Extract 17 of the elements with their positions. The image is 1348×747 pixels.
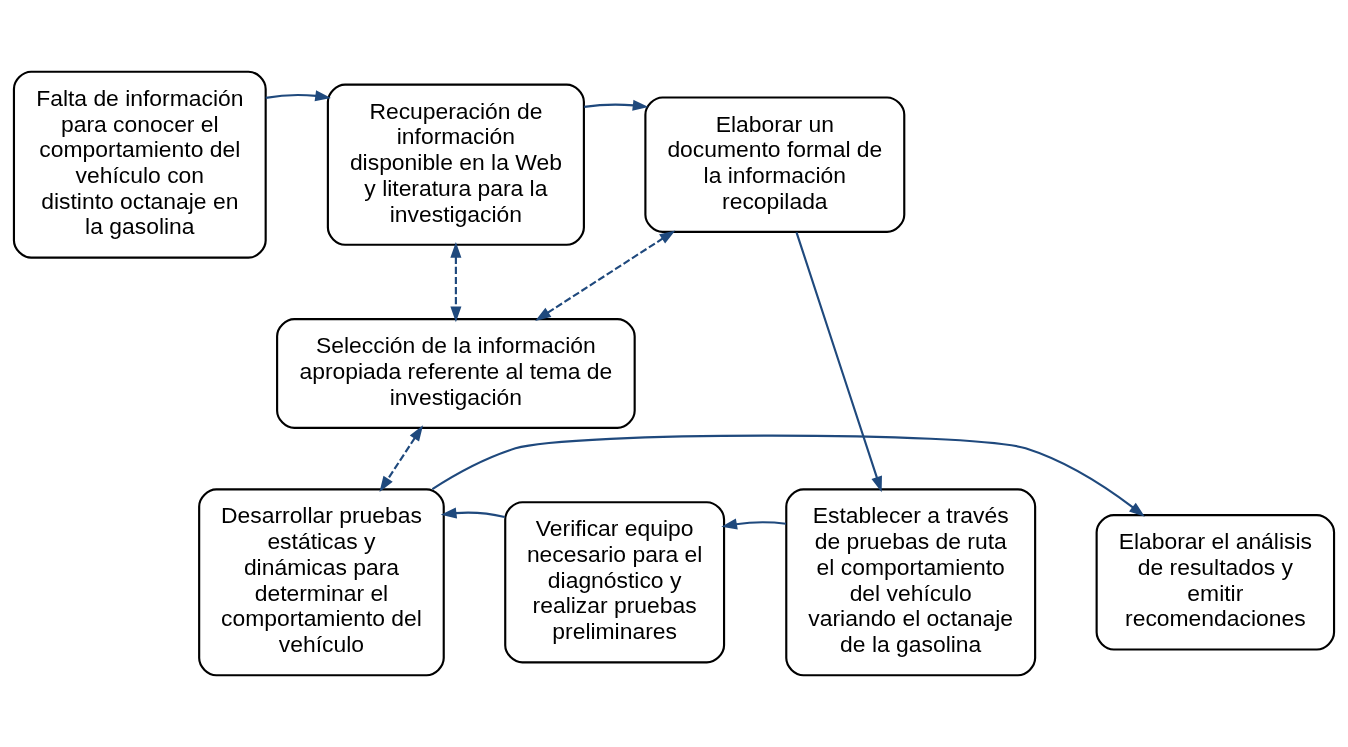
arrow xyxy=(535,230,676,321)
arrow xyxy=(379,425,424,492)
node-box: Selección de la información apropiada referente al tema de investigación xyxy=(276,318,636,429)
arrow xyxy=(431,434,1145,517)
arrow xyxy=(584,99,649,111)
arrow xyxy=(450,241,462,323)
arrow xyxy=(795,231,882,493)
node-box: Establecer a través de pruebas de ruta el comportamiento del vehículo variando el octanaje de la gasolina xyxy=(785,488,1037,677)
arrow xyxy=(440,507,505,519)
node-box: Elaborar un documento formal de la información recopilada xyxy=(644,96,906,233)
arrow xyxy=(721,518,787,530)
arrow xyxy=(265,90,331,102)
node-box: Recuperación de información disponible en la Web y literatura para la investigación xyxy=(326,83,585,246)
node-box: Elaborar el análisis de resultados y emitir recomendaciones xyxy=(1095,514,1336,651)
node-box: Falta de información para conocer el comportamiento del vehículo con distinto octanaje en la gasolina xyxy=(12,70,267,259)
node-box: Verificar equipo necesario para el diagnóstico y realizar pruebas preliminares xyxy=(504,501,726,664)
node-box: Desarrollar pruebas estáticas y dinámicas para determinar el comportamiento del vehículo xyxy=(198,488,445,677)
